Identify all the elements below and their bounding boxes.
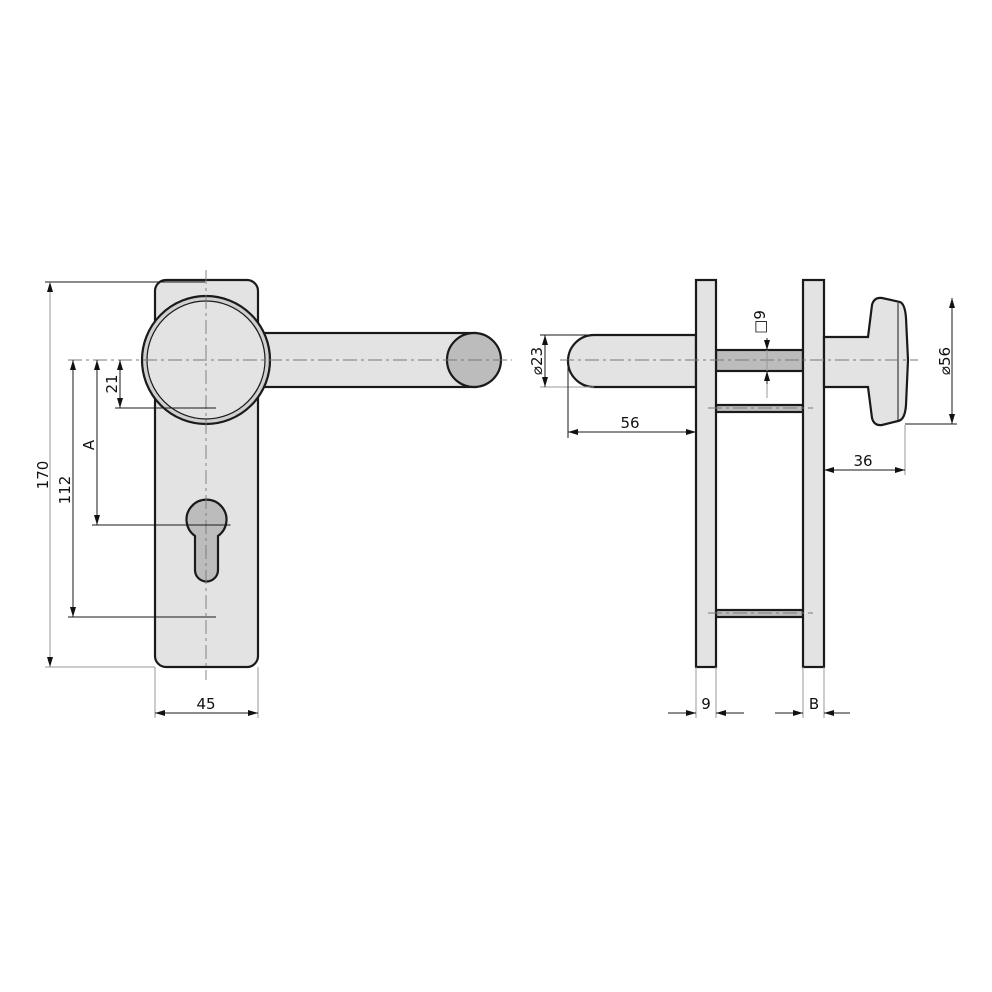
dim-a: A [80, 439, 98, 450]
fixing-rod-top [714, 403, 805, 414]
knob [822, 296, 910, 427]
front-dimensions: 170 112 A 21 45 [34, 281, 259, 718]
spindle [714, 348, 805, 373]
fixing-rod-bottom [714, 608, 805, 619]
dim-9: 9 [701, 695, 711, 713]
dim-170: 170 [34, 461, 52, 490]
plate-inner [801, 278, 826, 669]
dim-45: 45 [196, 695, 215, 713]
side-view [560, 278, 918, 669]
dim-21: 21 [103, 374, 121, 393]
side-lever [566, 333, 698, 389]
dim-square-9: □9 [751, 310, 769, 334]
dim-112: 112 [56, 476, 74, 505]
dim-b: B [809, 695, 819, 713]
plate-outer [694, 278, 718, 669]
side-dimensions: ⌀23 56 □9 ⌀56 36 9 B [528, 298, 957, 718]
front-view [68, 270, 512, 680]
dim-diameter-56: ⌀56 [936, 347, 954, 375]
keyhole [185, 498, 228, 583]
dim-56: 56 [620, 414, 639, 432]
dim-diameter-23: ⌀23 [528, 347, 546, 375]
dim-36: 36 [853, 452, 872, 470]
